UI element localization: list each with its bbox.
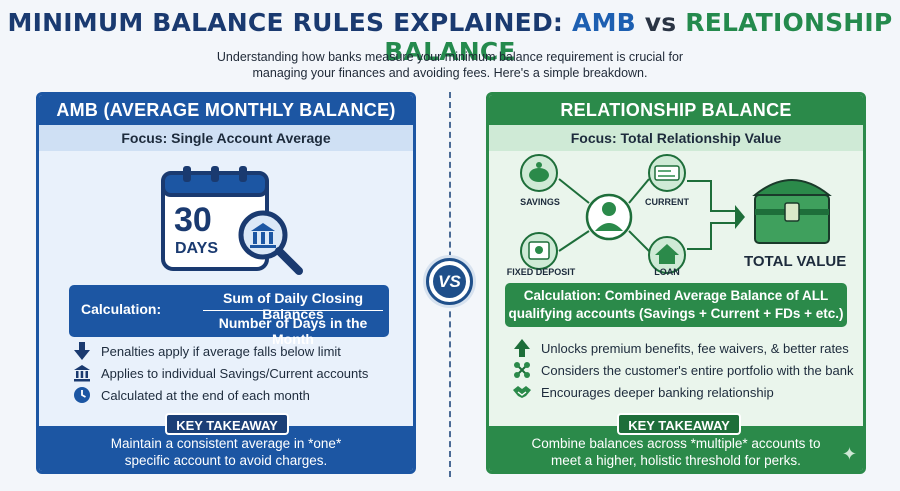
- calendar-number: 30: [174, 201, 212, 239]
- amb-bullet-list: Penalties apply if average falls below l…: [71, 340, 368, 406]
- list-item: Penalties apply if average falls below l…: [71, 340, 368, 362]
- vs-badge: VS: [426, 258, 473, 305]
- calendar-magnifier-icon: [161, 166, 303, 275]
- list-item: Calculated at the end of each month: [71, 384, 368, 406]
- clock-icon: [71, 384, 93, 406]
- list-item: Applies to individual Savings/Current ac…: [71, 362, 368, 384]
- subtitle-line-1: Understanding how banks measure your min…: [216, 50, 684, 64]
- network-icon: [511, 359, 533, 381]
- rel-takeaway-line-1: Combine balances across *multiple* accou…: [531, 436, 821, 451]
- amb-panel-title: AMB (AVERAGE MONTHLY BALANCE): [39, 95, 413, 125]
- rel-takeaway-box: Combine balances across *multiple* accou…: [489, 426, 863, 471]
- fraction-bar: [203, 310, 383, 311]
- treasure-chest-icon: [752, 179, 832, 244]
- rel-key-takeaway-badge: KEY TAKEAWAY: [617, 413, 741, 435]
- title-part-vs: vs: [635, 8, 686, 37]
- amb-calculation-box: Calculation: Sum of Daily Closing Balanc…: [69, 285, 389, 347]
- page-subtitle: Understanding how banks measure your min…: [200, 49, 700, 81]
- amb-calc-label: Calculation:: [81, 301, 162, 317]
- rel-focus: Focus: Total Relationship Value: [489, 125, 863, 151]
- rel-panel-title: RELATIONSHIP BALANCE: [489, 95, 863, 125]
- amb-calc-denominator: Number of Days in the Month: [218, 315, 368, 347]
- list-item: Unlocks premium benefits, fee waivers, &…: [511, 337, 853, 359]
- title-part-main: MINIMUM BALANCE RULES EXPLAINED:: [7, 8, 573, 37]
- arrow-up-icon: [511, 337, 533, 359]
- sparkle-icon: ✦: [841, 444, 857, 464]
- node-label-current: CURRENT: [645, 197, 689, 207]
- rel-calc-line-2: qualifying accounts (Savings + Current +…: [508, 306, 844, 321]
- relationship-panel: RELATIONSHIP BALANCE Focus: Total Relati…: [486, 92, 866, 474]
- rel-bullet-text: Unlocks premium benefits, fee waivers, &…: [541, 340, 849, 356]
- amb-panel: AMB (AVERAGE MONTHLY BALANCE) Focus: Sin…: [36, 92, 416, 474]
- arrow-down-icon: [71, 340, 93, 362]
- vs-label: VS: [433, 265, 466, 298]
- rel-bullet-list: Unlocks premium benefits, fee waivers, &…: [511, 337, 853, 403]
- amb-key-takeaway-badge: KEY TAKEAWAY: [165, 413, 289, 435]
- fixed-deposit-certificate-icon: [520, 232, 558, 270]
- handshake-icon: [511, 381, 533, 403]
- current-cheque-icon: [648, 154, 686, 192]
- loan-house-icon: [648, 236, 686, 274]
- amb-takeaway-line-1: Maintain a consistent average in *one*: [110, 436, 342, 451]
- amb-bullet-text: Calculated at the end of each month: [101, 387, 310, 403]
- amb-bullet-text: Penalties apply if average falls below l…: [101, 343, 341, 359]
- amb-bullet-text: Applies to individual Savings/Current ac…: [101, 365, 369, 381]
- rel-bullet-text: Encourages deeper banking relationship: [541, 384, 774, 400]
- subtitle-line-2: managing your finances and avoiding fees…: [252, 66, 648, 80]
- title-part-amb: AMB: [572, 8, 636, 37]
- rel-calc-line-1: Calculation: Combined Average Balance of…: [523, 288, 829, 303]
- savings-piggy-icon: [520, 154, 558, 192]
- node-label-fixed-deposit: FIXED DEPOSIT: [506, 267, 576, 277]
- rel-calculation-box: Calculation: Combined Average Balance of…: [505, 283, 847, 327]
- title-part-relationship: RELATIONSHIP BALANCE: [384, 8, 893, 66]
- page-title: MINIMUM BALANCE RULES EXPLAINED: AMB vs …: [0, 8, 900, 66]
- list-item: Considers the customer's entire portfoli…: [511, 359, 853, 381]
- node-label-savings: SAVINGS: [520, 197, 560, 207]
- rel-takeaway-line-2: meet a higher, holistic threshold for pe…: [551, 453, 801, 468]
- node-label-loan: LOAN: [654, 267, 680, 277]
- relationship-network-diagram: [520, 154, 832, 274]
- total-value-label: TOTAL VALUE: [744, 253, 847, 270]
- rel-bullet-text: Considers the customer's entire portfoli…: [541, 362, 854, 378]
- amb-focus: Focus: Single Account Average: [39, 125, 413, 151]
- calendar-unit: DAYS: [175, 240, 218, 257]
- amb-takeaway-line-2: specific account to avoid charges.: [124, 453, 328, 468]
- customer-person-icon: [585, 193, 633, 241]
- list-item: Encourages deeper banking relationship: [511, 381, 853, 403]
- bank-icon: [71, 362, 93, 384]
